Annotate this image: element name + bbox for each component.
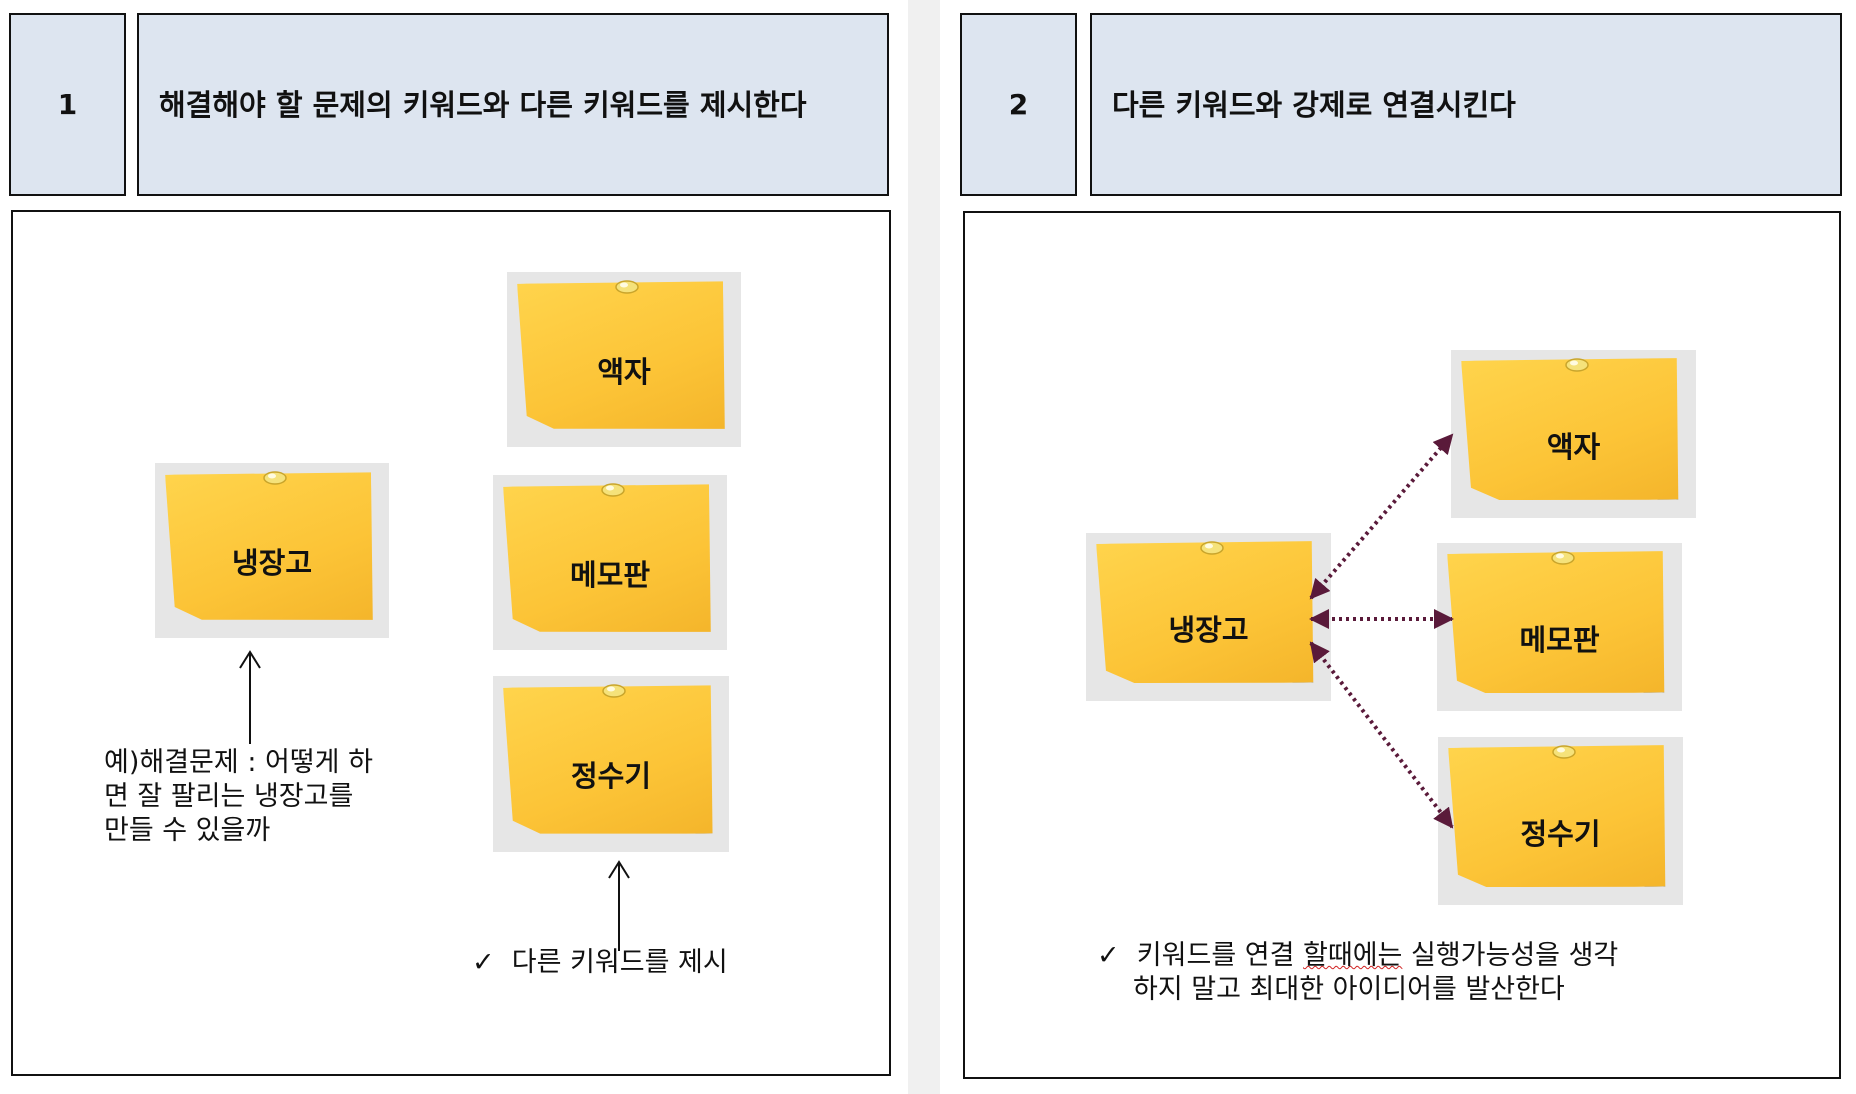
sticky-note-frame: 액자 bbox=[507, 272, 741, 447]
pushpin-icon bbox=[1564, 358, 1589, 372]
step-2-number: 2 bbox=[1008, 88, 1029, 121]
check-caption-1: ✓ 다른 키워드를 제시 bbox=[472, 946, 728, 980]
sticky-note-refrigerator: 냉장고 bbox=[1086, 533, 1331, 701]
step-1-arrows bbox=[239, 650, 630, 951]
note-label: 냉장고 bbox=[1168, 612, 1249, 647]
note-label: 정수기 bbox=[570, 759, 652, 794]
step-1-number: 1 bbox=[57, 88, 78, 121]
spellcheck-underlined-word: 할때에는 bbox=[1303, 940, 1403, 971]
step-1-number-box: 1 bbox=[9, 13, 126, 196]
step-2-title-box: 다른 키워드와 강제로 연결시킨다 bbox=[1090, 13, 1842, 196]
step-1-panel: 1 해결해야 할 문제의 키워드와 다른 키워드를 제시한다 냉장고 액자 메모… bbox=[0, 0, 908, 1094]
pushpin-icon bbox=[601, 483, 625, 497]
note-label: 액자 bbox=[1546, 429, 1601, 464]
sticky-note-refrigerator: 냉장고 bbox=[155, 463, 389, 638]
sticky-note-memo-board: 메모판 bbox=[1437, 543, 1682, 711]
check-text: 다른 키워드를 제시 bbox=[511, 947, 728, 978]
sticky-note-water-purifier: 정수기 bbox=[493, 676, 729, 852]
check-caption-2: ✓ 키워드를 연결 할때에는 실행가능성을 생각 하지 말고 최대한 아이디어를… bbox=[1097, 940, 1619, 1005]
note-label: 메모판 bbox=[1519, 622, 1600, 657]
note-label: 메모판 bbox=[569, 558, 651, 592]
sticky-note-frame: 액자 bbox=[1451, 350, 1696, 518]
pushpin-icon bbox=[1551, 745, 1576, 759]
note-label: 냉장고 bbox=[231, 546, 313, 580]
sticky-note-water-purifier: 정수기 bbox=[1438, 737, 1683, 905]
pushpin-icon bbox=[1550, 551, 1575, 565]
step-2-title: 다른 키워드와 강제로 연결시킨다 bbox=[1112, 87, 1516, 122]
pushpin-icon bbox=[1199, 541, 1224, 555]
check-icon: ✓ bbox=[472, 947, 495, 978]
connector-to-water-purifier bbox=[1309, 641, 1454, 829]
step-1-title: 해결해야 할 문제의 키워드와 다른 키워드를 제시한다 bbox=[159, 87, 807, 122]
step-1-content-box bbox=[11, 210, 891, 1076]
note-label: 액자 bbox=[597, 355, 651, 389]
example-caption: 예)해결문제 : 어떻게 하 면 잘 팔리는 냉장고를 만들 수 있을까 bbox=[104, 747, 373, 846]
pushpin-icon bbox=[615, 280, 639, 294]
connector-to-frame bbox=[1309, 433, 1454, 600]
pushpin-icon bbox=[602, 684, 626, 699]
check-icon: ✓ bbox=[1097, 940, 1120, 971]
pushpin-icon bbox=[263, 471, 287, 485]
step-2-number-box: 2 bbox=[960, 13, 1077, 196]
step-1-title-box: 해결해야 할 문제의 키워드와 다른 키워드를 제시한다 bbox=[137, 13, 889, 196]
note-label: 정수기 bbox=[1520, 816, 1601, 851]
sticky-note-memo-board: 메모판 bbox=[493, 475, 727, 650]
step-2-connectors bbox=[1309, 433, 1454, 829]
step-2-panel: 2 다른 키워드와 강제로 연결시킨다 냉장고 액자 메모판 정수기 bbox=[940, 0, 1856, 1094]
